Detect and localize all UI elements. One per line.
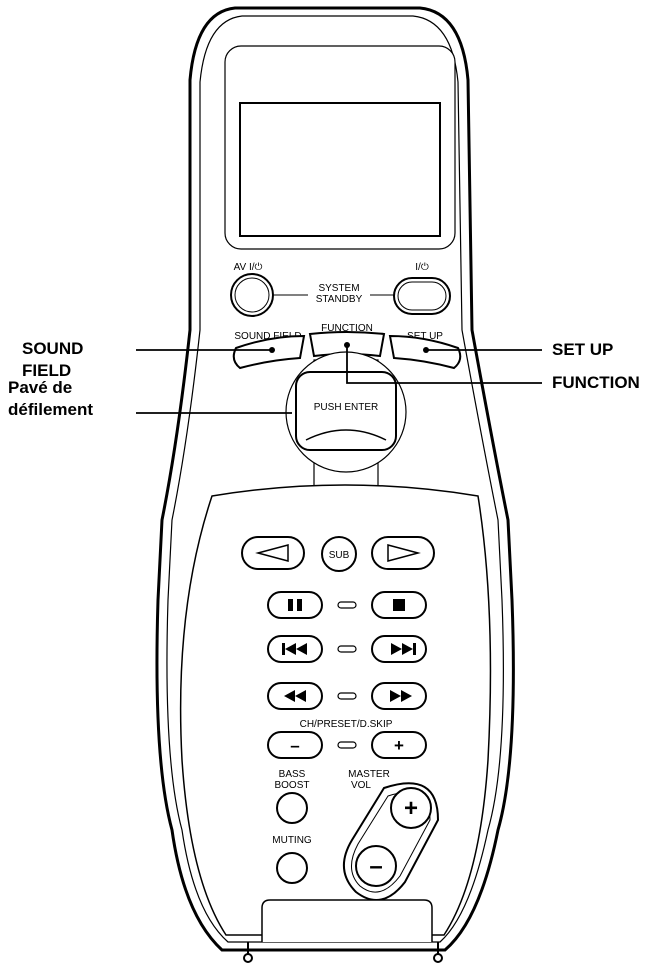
skip-next-icon	[391, 643, 416, 655]
ch-minus-button[interactable]	[267, 731, 323, 759]
sound-field-key-label: SOUND FIELD	[234, 331, 301, 342]
triangle-right-icon	[387, 544, 421, 562]
triangle-left-icon	[255, 544, 289, 562]
sub-button[interactable]	[321, 536, 357, 572]
sub-label: SUB	[329, 550, 350, 561]
system-power-button[interactable]	[393, 277, 451, 315]
ch-plus-button[interactable]	[371, 731, 427, 759]
av-power-button[interactable]	[230, 273, 274, 317]
row-divider-1	[337, 601, 357, 609]
av-power-label: AV I/⏻	[234, 262, 263, 273]
pause-button[interactable]	[267, 591, 323, 619]
stand-foot-right	[433, 953, 443, 963]
system-standby-label-2: STANDBY	[316, 294, 363, 305]
battery-tab	[261, 899, 433, 942]
volume-down-button[interactable]	[355, 845, 397, 887]
bass-boost-label-2: BOOST	[274, 780, 309, 791]
scroll-pad[interactable]	[295, 371, 397, 451]
sound-field-callout-line2: FIELD	[22, 361, 72, 380]
system-standby-label-1: SYSTEM	[318, 283, 359, 294]
muting-button[interactable]	[276, 852, 308, 884]
scroll-pad-callout-line1: Pavé de	[8, 378, 73, 397]
bass-boost-label-1: BASS	[279, 769, 306, 780]
fast-forward-icon	[390, 690, 412, 702]
lcd-display	[239, 102, 441, 237]
function-callout: FUNCTION	[552, 373, 640, 392]
row-divider-2	[337, 645, 357, 653]
stand-foot-left	[243, 953, 253, 963]
skip-previous-icon	[282, 643, 307, 655]
remote-inner-outline	[166, 15, 504, 943]
volume-up-button[interactable]	[390, 787, 432, 829]
scroll-pad-callout-line2: défilement	[8, 400, 94, 419]
system-power-label: I/⏻	[415, 262, 429, 273]
bass-boost-button[interactable]	[276, 792, 308, 824]
set-up-callout: SET UP	[552, 340, 614, 359]
ch-preset-label: CH/PRESET/D.SKIP	[300, 719, 393, 730]
sound-field-callout-line1: SOUND	[22, 339, 84, 358]
set-up-key-label: SET UP	[407, 331, 443, 342]
master-vol-label-2: VOL	[351, 780, 371, 791]
row-divider-3	[337, 692, 357, 700]
master-vol-label-1: MASTER	[348, 769, 390, 780]
rewind-icon	[284, 690, 306, 702]
pause-icon-bar	[297, 599, 302, 611]
muting-label: MUTING	[272, 835, 312, 846]
push-enter-label: PUSH ENTER	[314, 402, 378, 413]
set-up-leader-dot	[423, 347, 429, 353]
volume-minus-icon: –	[369, 853, 382, 880]
system-power-button-ring	[397, 281, 447, 311]
pause-icon	[288, 599, 293, 611]
scroll-pad-lower-edge	[305, 429, 387, 441]
sound-field-button[interactable]	[232, 334, 306, 370]
function-leader-dot	[344, 342, 350, 348]
sound-field-callout: SOUND FIELD	[22, 338, 83, 382]
function-key-label: FUNCTION	[321, 323, 373, 334]
volume-plus-icon: +	[404, 795, 418, 822]
stop-icon	[393, 599, 405, 611]
scroll-pad-callout: Pavé de défilement	[8, 377, 93, 421]
row-divider-4	[337, 741, 357, 749]
plus-icon: +	[394, 736, 404, 755]
av-power-button-ring	[234, 277, 270, 313]
sound-field-leader-dot	[269, 347, 275, 353]
minus-icon: –	[290, 736, 299, 755]
function-leader-line	[346, 345, 542, 384]
